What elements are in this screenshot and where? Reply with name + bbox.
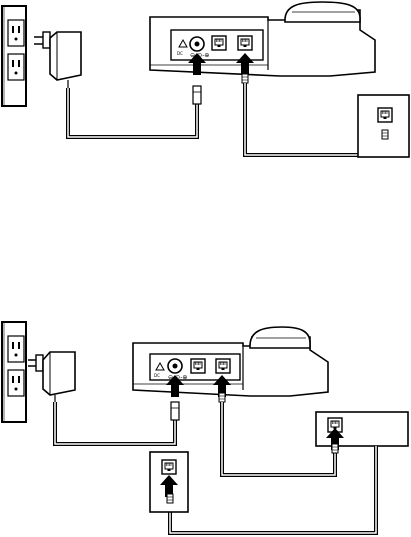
- wall-cord-2: [170, 446, 376, 533]
- power-cable: [68, 88, 197, 137]
- line-plug-2: [219, 393, 225, 402]
- power-cable-2: [55, 402, 175, 444]
- second-device-box: [316, 412, 408, 453]
- phone-line-port: [212, 36, 226, 50]
- wall-outlet: [2, 6, 26, 106]
- telephone-base: DC ⊖-⊙-⊕: [150, 2, 375, 76]
- dc-label-2: DC: [154, 373, 160, 378]
- line-plug: [242, 74, 248, 83]
- dc-plug: [193, 86, 201, 104]
- line-port-2: [216, 359, 230, 373]
- telephone-base-2: DC ⊖-⊙-⊕: [133, 327, 328, 396]
- wall-phone-jack-2: [150, 452, 188, 512]
- dc-plug-2: [171, 402, 179, 420]
- phone-line-port-2: [191, 359, 205, 373]
- ac-adapter-2: [28, 352, 75, 402]
- wall-phone-jack: [358, 95, 409, 157]
- wall-outlet-2: [2, 322, 26, 422]
- ac-adapter: [34, 32, 81, 88]
- figure-2: DC ⊖-⊙-⊕: [2, 322, 408, 533]
- dc-label: DC: [177, 51, 183, 56]
- figure-1: DC ⊖-⊙-⊕: [2, 2, 409, 157]
- line-port: [238, 36, 252, 50]
